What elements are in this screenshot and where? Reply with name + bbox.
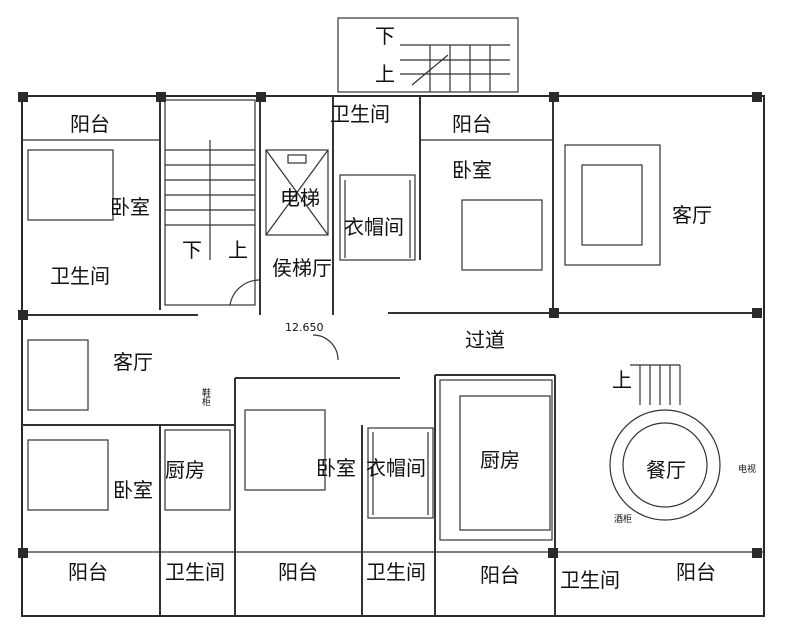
sofa-set-right: [564, 144, 661, 266]
elevator-lobby-label: 侯梯厅: [272, 256, 332, 280]
bedroom-top-mid-label: 卧室: [452, 158, 492, 182]
elevator-shaft: [265, 149, 329, 236]
living-left-label: 客厅: [113, 350, 153, 374]
stair-up-right-label: 上: [612, 368, 632, 392]
cloakroom-top-label: 衣帽间: [344, 215, 404, 239]
stair-up-left-label: 上: [228, 238, 248, 262]
cloakroom-low-label: 衣帽间: [366, 456, 426, 480]
bed-top-mid: [461, 199, 543, 271]
stair-down-left-label: 下: [182, 238, 202, 262]
bed-top-left: [27, 149, 114, 221]
corridor-label: 过道: [465, 328, 505, 352]
balcony-b1-label: 阳台: [68, 560, 108, 584]
bath-b3-label: 卫生间: [560, 568, 620, 592]
cloakroom-low: [367, 427, 434, 519]
kitchen-small-counter: [164, 429, 231, 511]
dining-label: 餐厅: [646, 458, 686, 482]
external-stair-box: [337, 17, 519, 93]
dining-table: [622, 422, 708, 508]
kitchen-small-label: 厨房: [165, 458, 205, 482]
bath-b2-label: 卫生间: [366, 560, 426, 584]
elevation-label: 12.650: [285, 321, 324, 334]
sofa-left: [27, 339, 89, 411]
stair-left: [164, 99, 256, 306]
balcony-b4-label: 阳台: [676, 560, 716, 584]
tv-label: 电视: [738, 465, 757, 475]
bedroom-low-left-label: 卧室: [113, 478, 153, 502]
living-right-label: 客厅: [672, 203, 712, 227]
bed-low-mid: [244, 409, 326, 491]
bed-low-left: [27, 439, 109, 511]
wine-cabinet-label: 酒柜: [614, 515, 633, 525]
bath-b1-label: 卫生间: [165, 560, 225, 584]
balcony-top-mid-label: 阳台: [452, 112, 492, 136]
bedroom-top-left-label: 卧室: [110, 195, 150, 219]
cloakroom-top: [339, 174, 416, 261]
elevator-label: 电梯: [280, 186, 320, 210]
balcony-b2-label: 阳台: [278, 560, 318, 584]
kitchen-counter: [439, 379, 553, 541]
bath-left-label: 卫生间: [50, 264, 110, 288]
bedroom-low-mid-label: 卧室: [316, 456, 356, 480]
outer-wall: [21, 95, 765, 617]
bath-top-label: 卫生间: [330, 102, 390, 126]
kitchen-big-label: 厨房: [480, 448, 520, 472]
balcony-b3-label: 阳台: [480, 563, 520, 587]
stair-ext-down-label: 下: [375, 24, 395, 48]
stair-ext-up-label: 上: [375, 62, 395, 86]
shoe-cabinet-label: 鞋柜: [200, 388, 210, 406]
balcony-top-left-label: 阳台: [70, 112, 110, 136]
